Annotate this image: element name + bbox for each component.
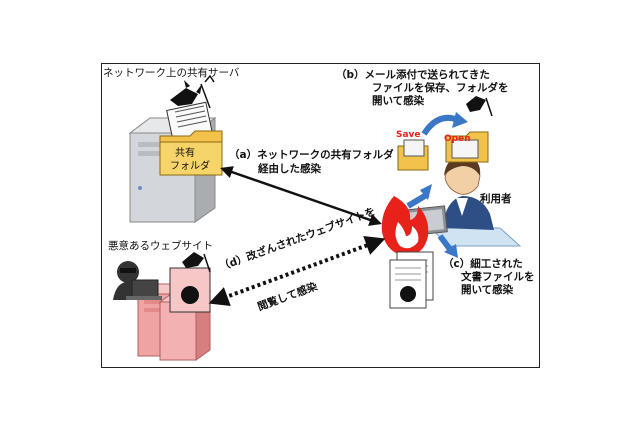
- shared-server-label: ネットワーク上の共有サーバ: [103, 67, 240, 79]
- hacker-icon: [113, 261, 162, 300]
- path-d-arrow: [208, 236, 386, 306]
- path-a-label-1: （a）ネットワークの共有フォルダ: [229, 149, 394, 161]
- path-c-label-3: 開いて感染: [461, 284, 514, 296]
- save-label: Save: [396, 130, 421, 140]
- crafted-document-icon: [389, 251, 434, 309]
- shared-folder-label-2: フォルダ: [170, 161, 210, 172]
- path-b-label-3: 開いて感染: [372, 95, 425, 107]
- path-c-label-1: （c）細工された: [443, 258, 523, 270]
- malicious-document-icon: [169, 252, 211, 313]
- save-open-arrowhead: [452, 112, 468, 128]
- path-b-label-2: ファイルを保存、フォルダを: [372, 82, 509, 94]
- path-a-arrow: [220, 166, 382, 226]
- path-c-label-2: 文書ファイルを: [461, 271, 535, 283]
- blue-arrow-down: [444, 244, 458, 258]
- open-label: Open: [444, 134, 471, 144]
- shared-folder-label-1: 共有: [175, 148, 195, 159]
- malicious-site-label: 悪意あるウェブサイト: [108, 240, 213, 252]
- user-label: 利用者: [480, 193, 512, 205]
- blue-arrow-up-shaft: [406, 191, 430, 209]
- path-b-label-1: （b）メール添付で送られてきた: [336, 69, 490, 81]
- devil-icon: [170, 74, 215, 109]
- shared-folder-icon: [159, 101, 223, 176]
- path-a-label-2: 経由した感染: [258, 163, 321, 175]
- open-folder-icon: [445, 96, 493, 163]
- save-folder-icon: [397, 139, 429, 171]
- infection-flame-icon: [381, 196, 429, 256]
